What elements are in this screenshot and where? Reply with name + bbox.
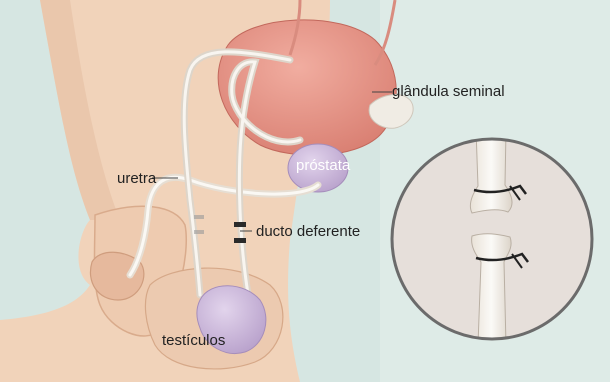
vas-cut-clamp bbox=[234, 222, 246, 227]
label-testicles: testículos bbox=[162, 333, 225, 348]
vas-cut-clamp bbox=[234, 238, 246, 243]
vas-cut-clamp bbox=[194, 215, 204, 219]
label-urethra: uretra bbox=[117, 171, 156, 186]
label-vas-deferens: ducto deferente bbox=[256, 224, 360, 239]
label-seminal-gland: glândula seminal bbox=[392, 84, 505, 99]
vas-cut-clamp bbox=[194, 230, 204, 234]
label-prostate: próstata bbox=[296, 158, 350, 173]
